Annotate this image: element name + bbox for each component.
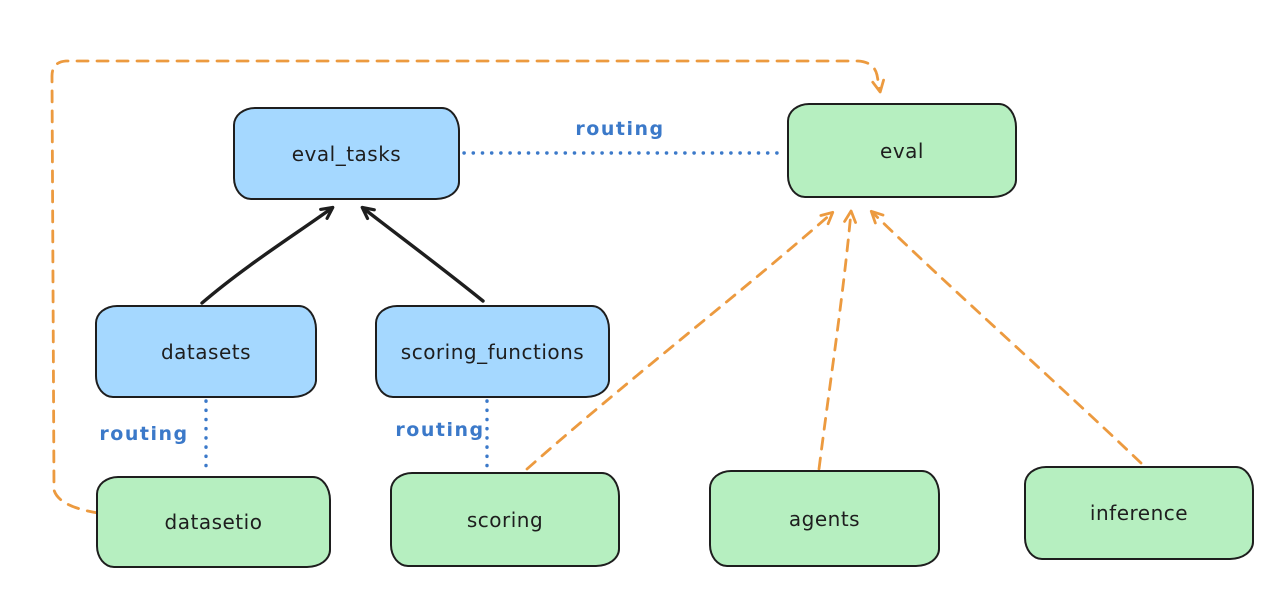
edge-scoring-to-eval: [525, 210, 835, 471]
node-inference-label: inference: [1089, 501, 1189, 525]
edge-agents-to-eval: [817, 209, 857, 471]
node-agents-label: agents: [788, 506, 861, 531]
node-eval-label: eval: [880, 138, 924, 163]
node-datasetio: datasetio: [96, 476, 331, 568]
node-datasetio-label: datasetio: [164, 510, 263, 534]
node-scoring-functions: scoring_functions: [375, 305, 610, 398]
node-agents: agents: [709, 470, 940, 567]
edge-datasetio-to-eval: [50, 59, 885, 515]
routing-label-datasets-datasetio: routing: [99, 423, 189, 445]
node-scoring-label: scoring: [466, 507, 544, 532]
routing-label-eval-tasks-eval: routing: [575, 118, 665, 140]
node-inference: inference: [1024, 466, 1254, 560]
node-eval-tasks-label: eval_tasks: [291, 141, 402, 166]
edge-inference-to-eval: [869, 209, 1143, 465]
node-scoring-functions-label: scoring_functions: [400, 339, 585, 364]
node-scoring: scoring: [390, 472, 620, 567]
node-datasets-label: datasets: [160, 339, 252, 364]
node-eval: eval: [787, 103, 1017, 198]
node-eval-tasks: eval_tasks: [233, 107, 460, 200]
node-datasets: datasets: [95, 305, 317, 398]
routing-label-scoring-functions-scoring: routing: [395, 419, 485, 441]
edge-datasets-to-eval-tasks: [200, 205, 335, 305]
edge-scoring-functions-to-eval-tasks: [360, 205, 485, 303]
